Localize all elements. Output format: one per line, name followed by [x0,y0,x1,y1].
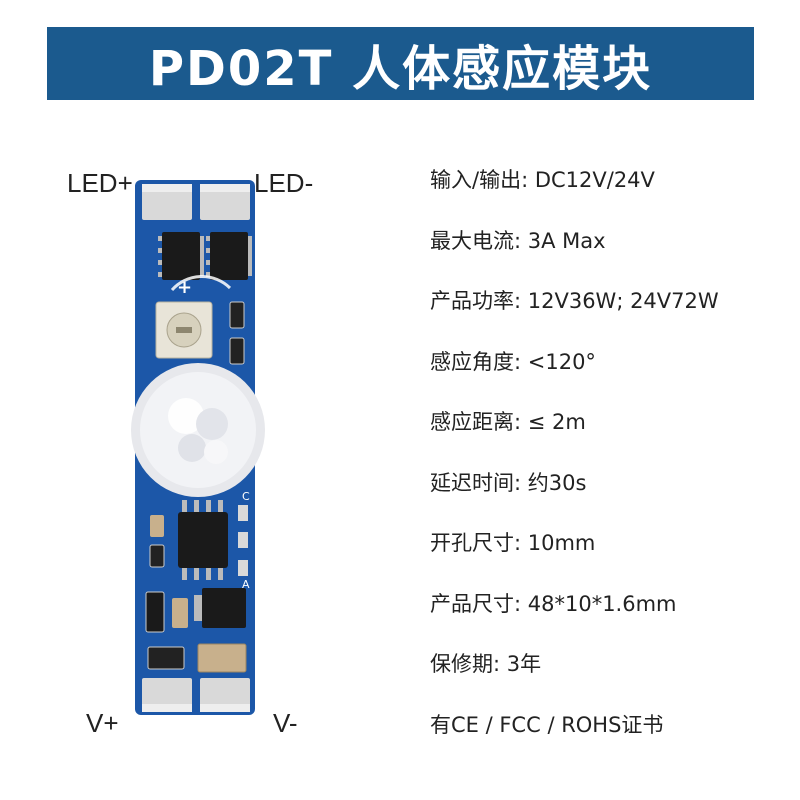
regulator-chip [194,588,246,628]
spec-sensing-distance: 感应距离: ≤ 2m [430,410,586,434]
spec-list: 输入/输出: DC12V/24V 最大电流: 3A Max 产品功率: 12V3… [430,160,790,765]
spec-certificates: 有CE / FCC / ROHS证书 [430,712,664,737]
silk-c: C [242,490,250,503]
page-title: PD02T 人体感应模块 [148,40,653,97]
silk-a: A [242,578,250,591]
spec-sensing-angle: 感应角度: <120° [430,349,596,374]
led-minus-pad [200,184,250,220]
led-plus-label: LED+ [67,168,133,198]
jumper-pad-c [238,505,248,521]
title-banner: PD02T 人体感应模块 [47,27,754,100]
capacitor-2 [149,544,165,568]
jumper-pad-a [238,560,248,576]
mosfet-chip-1 [158,232,204,280]
mosfet-chip-2 [206,232,252,280]
spec-io-voltage: 输入/输出: DC12V/24V [430,168,655,192]
pcb-module-image: + A C [131,180,265,715]
pir-sensor-dome [131,363,265,497]
capacitor-3 [172,598,188,628]
resistor-1 [229,301,245,329]
spec-delay-time: 延迟时间: 约30s [430,470,587,495]
resistor-2 [229,337,245,365]
jumper-pad-b [238,532,248,548]
resistor-3 [147,646,185,670]
spec-hole-size: 开孔尺寸: 10mm [430,531,596,555]
v-minus-pad [200,678,250,712]
spec-product-size: 产品尺寸: 48*10*1.6mm [430,591,677,616]
spec-warranty: 保修期: 3年 [430,652,542,676]
ic-chip [178,500,228,580]
v-plus-pad [142,678,192,712]
led-minus-label: LED- [254,168,314,198]
capacitor-1 [150,515,164,537]
spec-power: 产品功率: 12V36W; 24V72W [430,289,719,313]
silk-plus: + [177,277,192,298]
potentiometer [155,301,213,359]
spec-max-current: 最大电流: 3A Max [430,228,606,253]
diode [145,591,165,633]
capacitor-4 [197,643,247,673]
led-plus-pad [142,184,192,220]
v-plus-label: V+ [86,708,119,738]
v-minus-label: V- [273,708,298,738]
